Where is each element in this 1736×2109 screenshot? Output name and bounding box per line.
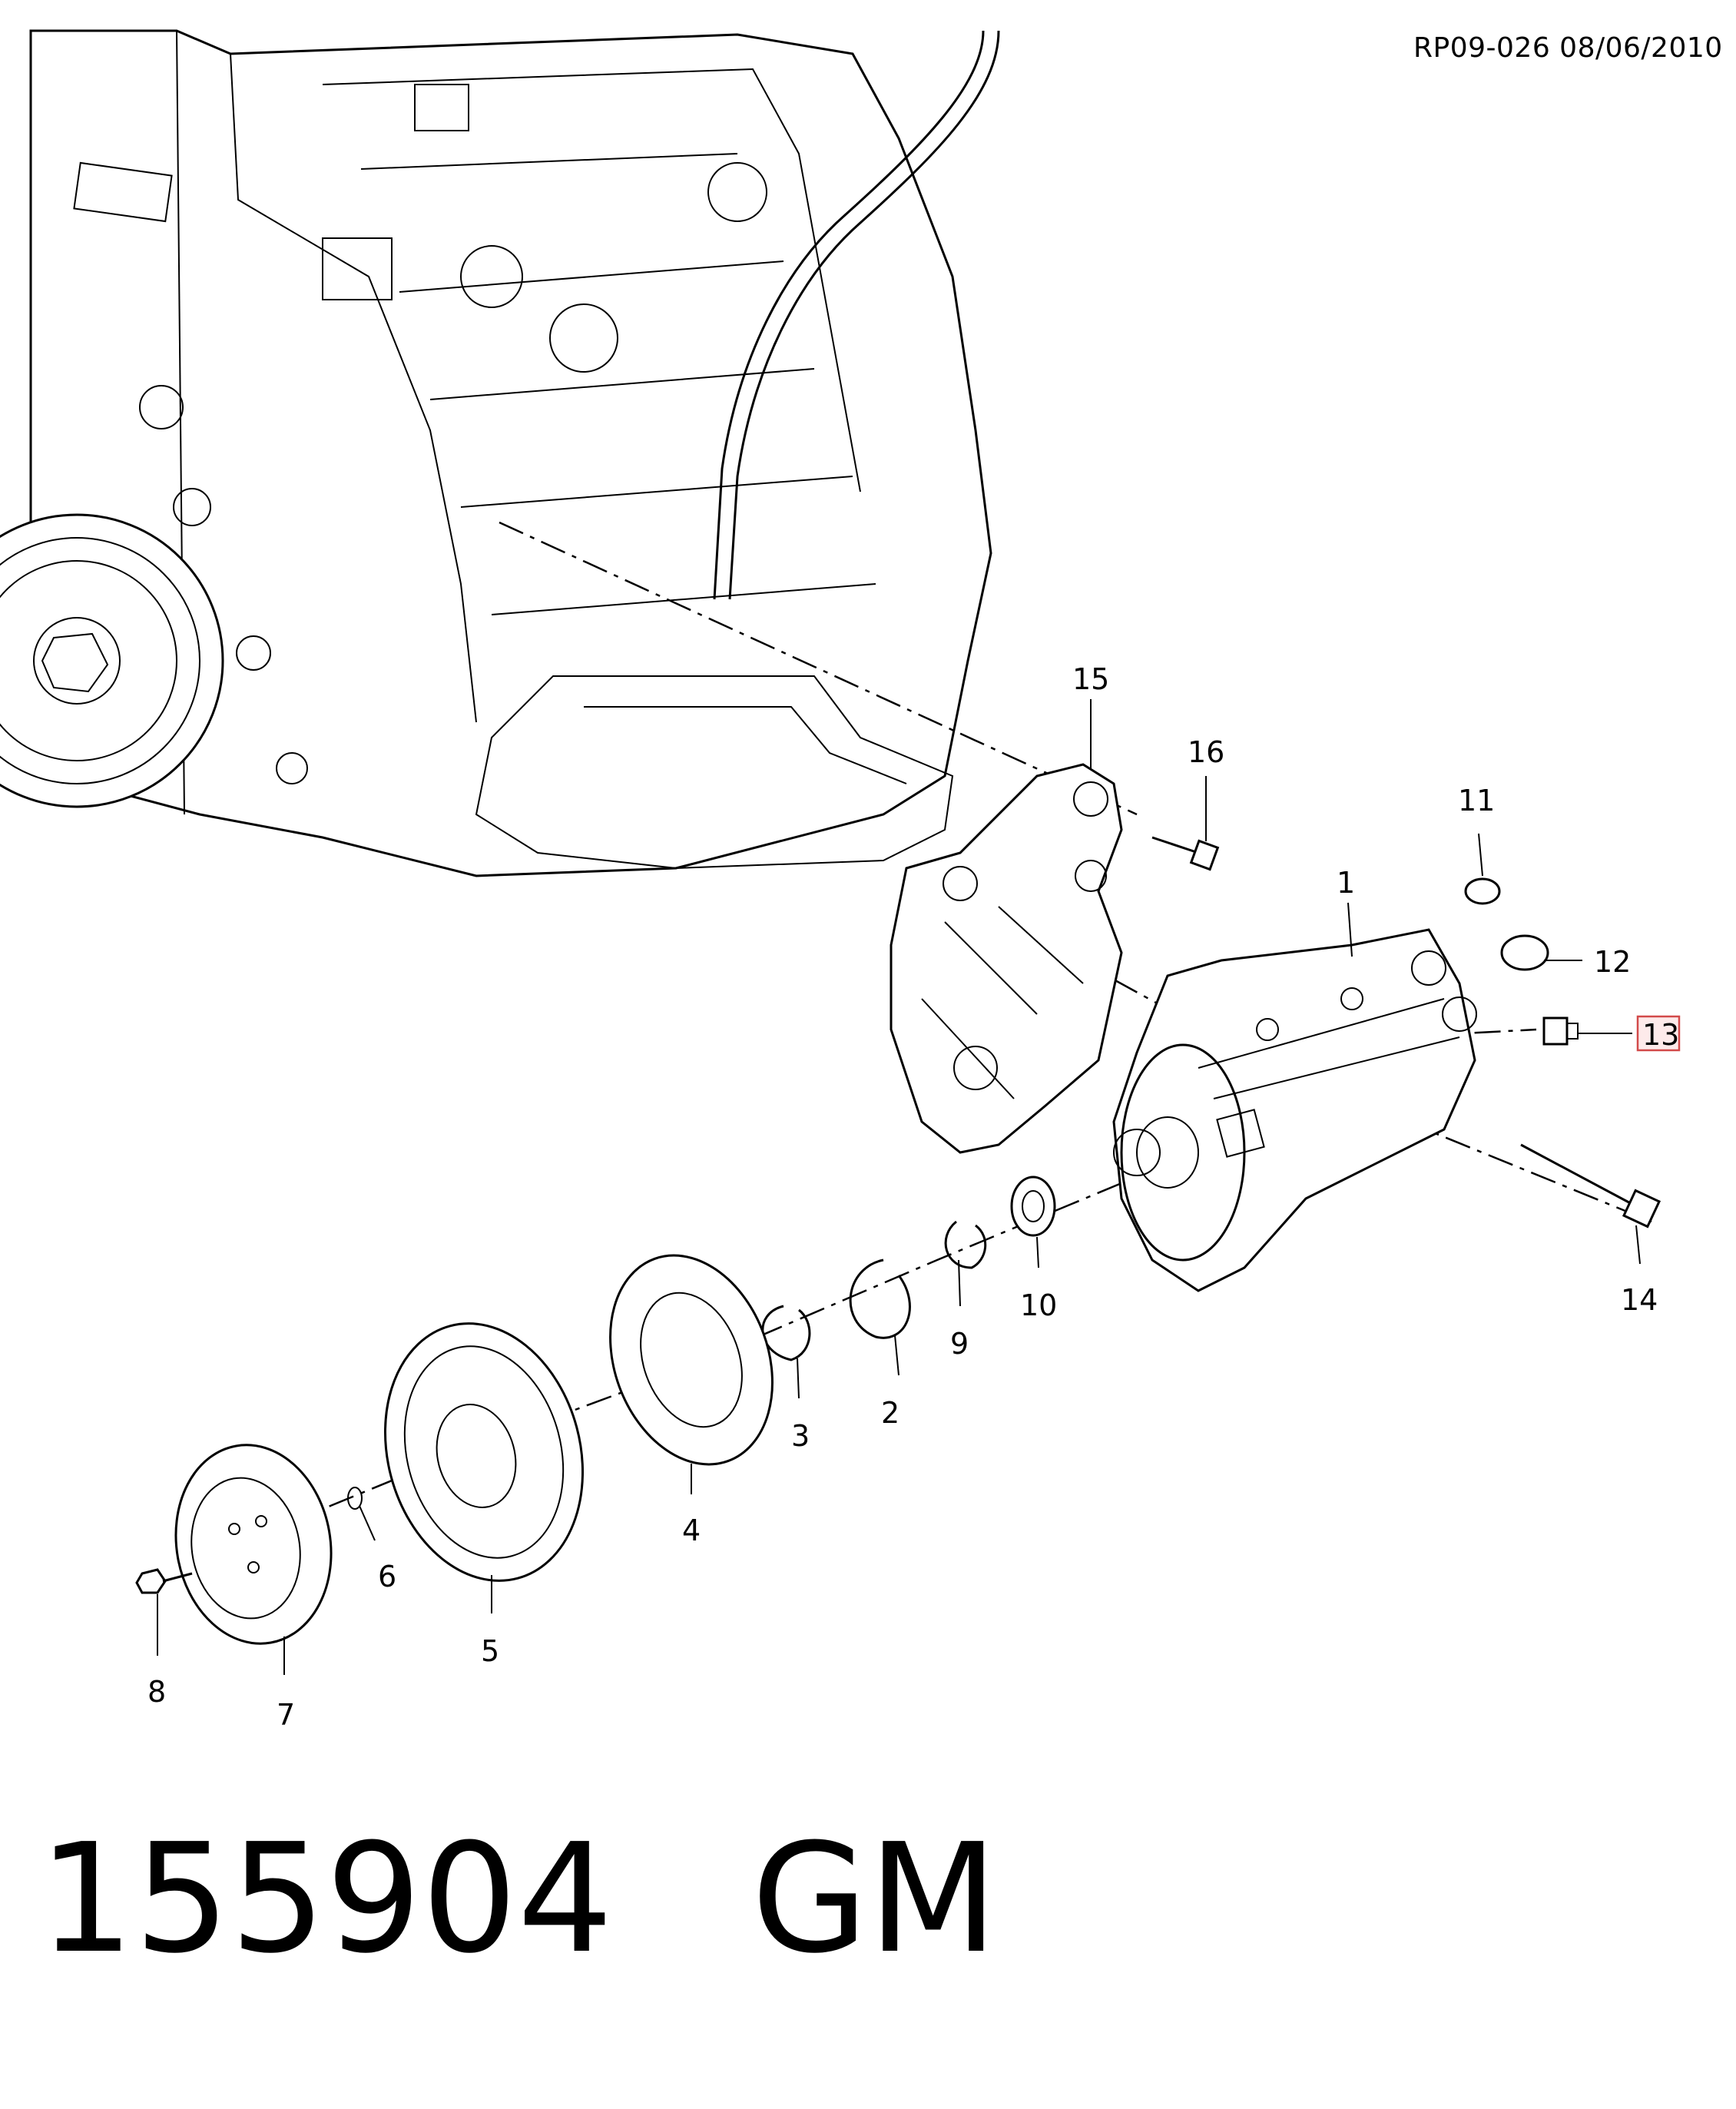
leader-lines bbox=[157, 699, 1641, 1675]
callout-11: 11 bbox=[1458, 784, 1495, 817]
callout-7: 7 bbox=[277, 1698, 295, 1732]
callout-4: 4 bbox=[682, 1514, 701, 1547]
ac-compressor bbox=[1112, 928, 1477, 1292]
shim-6 bbox=[347, 1487, 363, 1510]
bolt-16 bbox=[1151, 836, 1220, 871]
part-number: 155904 bbox=[38, 1812, 614, 1987]
valve-13 bbox=[1542, 1016, 1579, 1046]
brand-name: GM bbox=[751, 1812, 999, 1987]
clutch-plate-7 bbox=[174, 1444, 333, 1645]
callout-6: 6 bbox=[378, 1560, 396, 1593]
bolt-14 bbox=[1520, 1143, 1661, 1229]
bolt-8 bbox=[135, 1568, 193, 1594]
pulley-5 bbox=[383, 1322, 585, 1582]
callout-15: 15 bbox=[1072, 662, 1109, 696]
snap-ring-9 bbox=[944, 1220, 987, 1269]
callout-14: 14 bbox=[1621, 1283, 1658, 1317]
engine-block bbox=[0, 29, 1000, 877]
shaft-seal-10 bbox=[1010, 1176, 1056, 1237]
callout-3: 3 bbox=[791, 1419, 810, 1453]
callout-13-highlight bbox=[1636, 1015, 1681, 1052]
callout-12: 12 bbox=[1594, 945, 1631, 979]
callout-1: 1 bbox=[1337, 866, 1355, 900]
callout-2: 2 bbox=[881, 1396, 899, 1430]
callout-10: 10 bbox=[1020, 1288, 1057, 1322]
callout-8: 8 bbox=[147, 1675, 166, 1709]
diagram-reference: RP09-026 08/06/2010 bbox=[1413, 32, 1723, 64]
callout-16: 16 bbox=[1188, 735, 1224, 769]
snap-ring-2 bbox=[849, 1258, 911, 1339]
callout-9: 9 bbox=[950, 1327, 969, 1361]
o-ring-11 bbox=[1464, 877, 1501, 905]
callout-5: 5 bbox=[481, 1634, 499, 1668]
snap-ring-3 bbox=[761, 1305, 811, 1361]
clutch-coil-4 bbox=[609, 1254, 774, 1466]
mounting-bracket bbox=[890, 763, 1123, 1154]
callout-13: 13 bbox=[1642, 1018, 1679, 1052]
callout-labels: 15 16 11 1 12 13 14 10 9 2 3 4 6 5 8 7 bbox=[147, 662, 1681, 1732]
o-ring-12 bbox=[1500, 934, 1549, 971]
